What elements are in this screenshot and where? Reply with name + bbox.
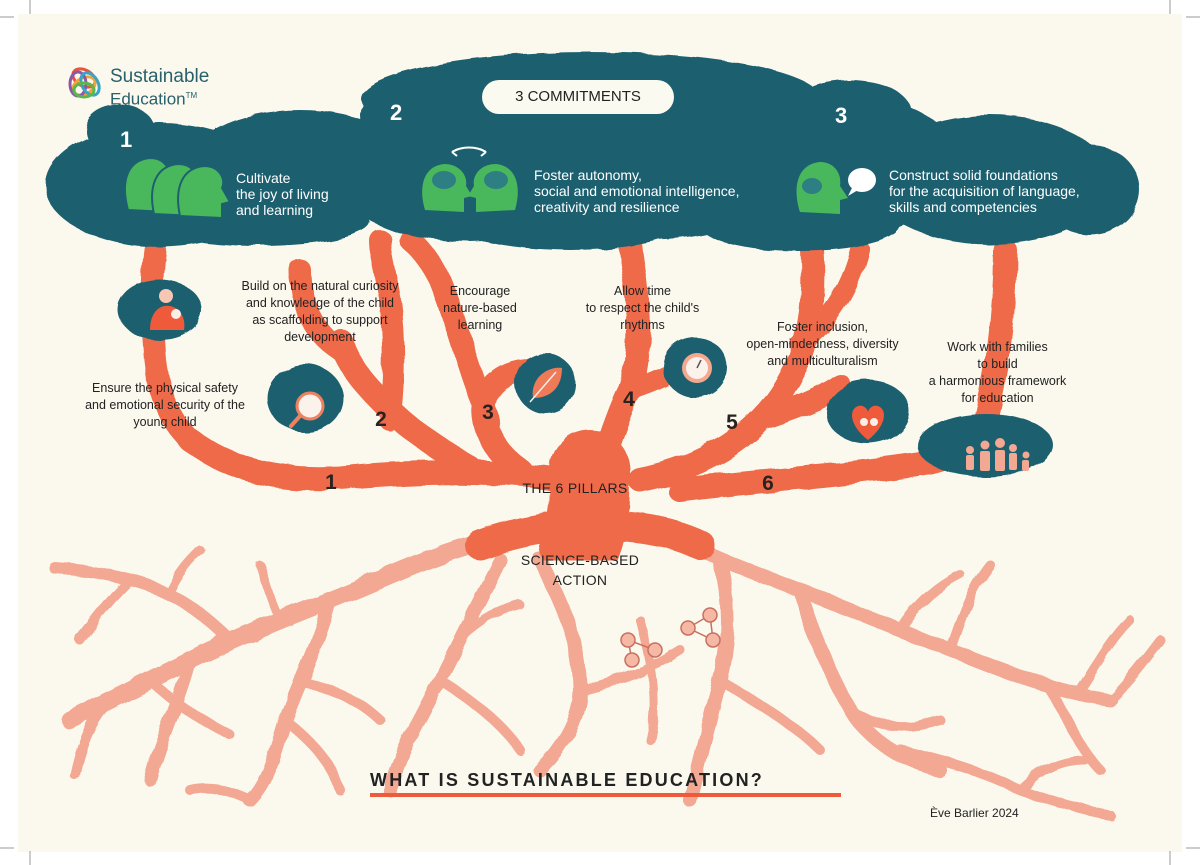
- pillar-2-text: Build on the natural curiosity and knowl…: [241, 279, 399, 344]
- pillar-3-text: Encourage nature-based learning: [443, 284, 517, 332]
- pillar-3-number: 3: [482, 401, 494, 424]
- canopy: [45, 52, 1140, 251]
- pillar-6-number: 6: [762, 472, 774, 495]
- pillars-header: THE 6 PILLARS: [522, 480, 628, 496]
- pillar-6-text: Work with families to build a harmonious…: [928, 340, 1067, 405]
- heads-exchange-icon: [422, 146, 518, 212]
- leaf-icon: [529, 367, 562, 403]
- commitment-3-text: Construct solid foundations for the acqu…: [889, 167, 1080, 215]
- pillar-1-number: 1: [325, 471, 337, 494]
- pillar-1-text: Ensure the physical safety and emotional…: [85, 381, 245, 429]
- magnifier-icon: [289, 391, 325, 428]
- commitments-header: 3 COMMITMENTS: [482, 80, 674, 114]
- heads-group-icon: [124, 156, 232, 220]
- logo: Sustainable EducationTM: [110, 67, 209, 109]
- mother-child-icon: [150, 289, 185, 330]
- clock-icon: [682, 353, 712, 383]
- pillar-4-number: 4: [623, 388, 635, 411]
- roots-label: SCIENCE-BASED ACTION: [520, 552, 640, 588]
- commitment-1-text: Cultivate the joy of living and learning: [236, 170, 329, 218]
- pillar-5-number: 5: [726, 411, 738, 434]
- speech-bubble-icon: [848, 168, 876, 196]
- molecule-icon: [620, 607, 721, 668]
- commitment-1-number: 1: [120, 127, 133, 152]
- page-title: WHAT IS SUSTAINABLE EDUCATION?: [370, 770, 764, 790]
- pillar-4-text: Allow time to respect the child's rhythm…: [585, 284, 700, 332]
- title-underline: [370, 793, 841, 797]
- commitment-2-text: Foster autonomy, social and emotional in…: [534, 167, 740, 215]
- logo-name-2: Education: [110, 89, 186, 109]
- pillar-5-text: Foster inclusion, open-mindedness, diver…: [746, 320, 899, 368]
- logo-tm: TM: [185, 91, 198, 100]
- family-icon: [966, 438, 1030, 471]
- commitment-2-number: 2: [390, 100, 403, 125]
- logo-name: Sustainable: [110, 66, 210, 87]
- logo-icon: [68, 67, 101, 99]
- heart-hands-icon: [852, 405, 884, 440]
- pillar-2-number: 2: [375, 408, 387, 431]
- credit: Ève Barlier 2024: [930, 806, 1019, 820]
- speaking-head-icon: [796, 162, 848, 214]
- commitment-3-number: 3: [835, 103, 848, 128]
- roots: [49, 536, 1165, 820]
